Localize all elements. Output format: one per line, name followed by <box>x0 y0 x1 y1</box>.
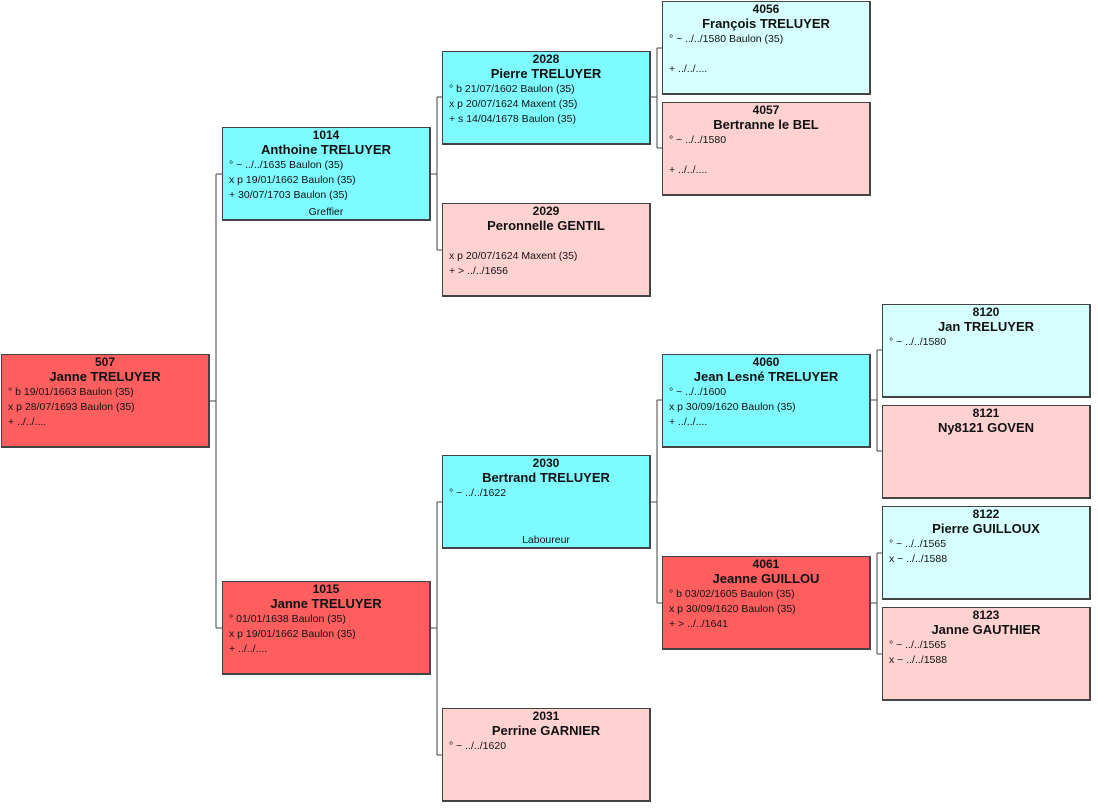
person-name: Peronnelle GENTIL <box>487 218 605 233</box>
person-1014[interactable]: 1014 Anthoine TRELUYER ° ~ ../../1635 Ba… <box>222 127 431 221</box>
death-line: + s 14/04/1678 Baulon (35) <box>449 113 576 125</box>
death-line: + 30/07/1703 Baulon (35) <box>229 189 348 201</box>
person-2030[interactable]: 2030 Bertrand TRELUYER ° ~ ../../1622 La… <box>442 455 651 549</box>
death-line: + > ../../1656 <box>449 265 508 277</box>
sosa-number: 4056 <box>752 2 780 16</box>
sosa-number: 4060 <box>752 355 780 369</box>
marriage-line <box>669 47 869 62</box>
birth-line: ° ~ ../../1580 Baulon (35) <box>669 33 784 45</box>
death-line: + ../../.... <box>669 164 708 176</box>
birth-line: ° ~ ../../1622 <box>449 487 507 499</box>
person-name: Janne TRELUYER <box>49 369 161 384</box>
person-2031[interactable]: 2031 Perrine GARNIER ° ~ ../../1620 <box>442 708 651 802</box>
birth-line: ° b 03/02/1605 Baulon (35) <box>669 588 795 600</box>
sosa-number: 8123 <box>972 608 1000 622</box>
person-1015[interactable]: 1015 Janne TRELUYER ° 01/01/1638 Baulon … <box>222 581 431 675</box>
person-name: Perrine GARNIER <box>491 723 601 738</box>
birth-line: ° b 19/01/1663 Baulon (35) <box>8 386 134 398</box>
sosa-number: 4061 <box>752 557 780 571</box>
marriage-line: x p 30/09/1620 Baulon (35) <box>669 401 796 413</box>
sosa-number: 8122 <box>972 507 1000 521</box>
person-8123[interactable]: 8123 Janne GAUTHIER ° ~ ../../1565 x ~ .… <box>882 607 1091 701</box>
person-4057[interactable]: 4057 Bertranne le BEL ° ~ ../../1580 + .… <box>662 102 871 196</box>
death-line: + ../../.... <box>669 416 708 428</box>
birth-line: ° b 21/07/1602 Baulon (35) <box>449 83 575 95</box>
occupation: Laboureur <box>522 534 570 546</box>
marriage-line: x p 20/07/1624 Maxent (35) <box>449 250 578 262</box>
death-line: + ../../.... <box>669 63 708 75</box>
marriage-line: x p 20/07/1624 Maxent (35) <box>449 98 578 110</box>
sosa-number: 1014 <box>312 128 340 142</box>
person-name: François TRELUYER <box>702 16 830 31</box>
person-name: Ny8121 GOVEN <box>937 420 1035 435</box>
birth-line <box>449 234 649 249</box>
sosa-number: 8120 <box>972 305 1000 319</box>
birth-line: ° ~ ../../1565 <box>889 639 947 651</box>
marriage-line: x p 28/07/1693 Baulon (35) <box>8 401 135 413</box>
person-4056[interactable]: 4056 François TRELUYER ° ~ ../../1580 Ba… <box>662 1 871 95</box>
person-name: Bertrand TRELUYER <box>482 470 610 485</box>
marriage-line <box>669 148 869 163</box>
sosa-number: 4057 <box>752 103 780 117</box>
person-name: Pierre GUILLOUX <box>932 521 1040 536</box>
person-8122[interactable]: 8122 Pierre GUILLOUX ° ~ ../../1565 x ~ … <box>882 506 1091 600</box>
birth-line: ° ~ ../../1580 <box>889 336 947 348</box>
person-name: Pierre TRELUYER <box>490 66 602 81</box>
sosa-number: 507 <box>94 355 116 369</box>
sosa-number: 2031 <box>532 709 560 723</box>
person-4060[interactable]: 4060 Jean Lesné TRELUYER ° ~ ../../1600 … <box>662 354 871 448</box>
marriage-line: x ~ ../../1588 <box>889 654 948 666</box>
marriage-line: x p 19/01/1662 Baulon (35) <box>229 628 356 640</box>
marriage-line: x p 19/01/1662 Baulon (35) <box>229 174 356 186</box>
sosa-number: 1015 <box>312 582 340 596</box>
person-name: Jeanne GUILLOU <box>712 571 820 586</box>
person-4061[interactable]: 4061 Jeanne GUILLOU ° b 03/02/1605 Baulo… <box>662 556 871 650</box>
occupation: Greffier <box>308 206 344 218</box>
person-name: Janne GAUTHIER <box>931 622 1041 637</box>
birth-line: ° ~ ../../1620 <box>449 740 507 752</box>
sosa-number: 2030 <box>532 456 560 470</box>
death-line: + ../../.... <box>8 416 47 428</box>
person-507[interactable]: 507 Janne TRELUYER ° b 19/01/1663 Baulon… <box>1 354 210 448</box>
birth-line: ° ~ ../../1600 <box>669 386 727 398</box>
marriage-line: x ~ ../../1588 <box>889 553 948 565</box>
person-2028[interactable]: 2028 Pierre TRELUYER ° b 21/07/1602 Baul… <box>442 51 651 145</box>
person-name: Anthoine TRELUYER <box>261 142 391 157</box>
person-2029[interactable]: 2029 Peronnelle GENTIL x p 20/07/1624 Ma… <box>442 203 651 297</box>
birth-line: ° 01/01/1638 Baulon (35) <box>229 613 346 625</box>
person-name: Janne TRELUYER <box>270 596 382 611</box>
birth-line: ° ~ ../../1565 <box>889 538 947 550</box>
person-8120[interactable]: 8120 Jan TRELUYER ° ~ ../../1580 <box>882 304 1091 398</box>
person-name: Bertranne le BEL <box>713 117 819 132</box>
birth-line: ° ~ ../../1580 <box>669 134 727 146</box>
sosa-number: 8121 <box>972 406 1000 420</box>
marriage-line: x p 30/09/1620 Baulon (35) <box>669 603 796 615</box>
birth-line: ° ~ ../../1635 Baulon (35) <box>229 159 344 171</box>
sosa-number: 2029 <box>532 204 560 218</box>
person-name: Jan TRELUYER <box>937 319 1035 334</box>
death-line: + > ../../1641 <box>669 618 728 630</box>
sosa-number: 2028 <box>532 52 560 66</box>
death-line: + ../../.... <box>229 643 268 655</box>
person-8121[interactable]: 8121 Ny8121 GOVEN <box>882 405 1091 499</box>
person-name: Jean Lesné TRELUYER <box>693 369 839 384</box>
